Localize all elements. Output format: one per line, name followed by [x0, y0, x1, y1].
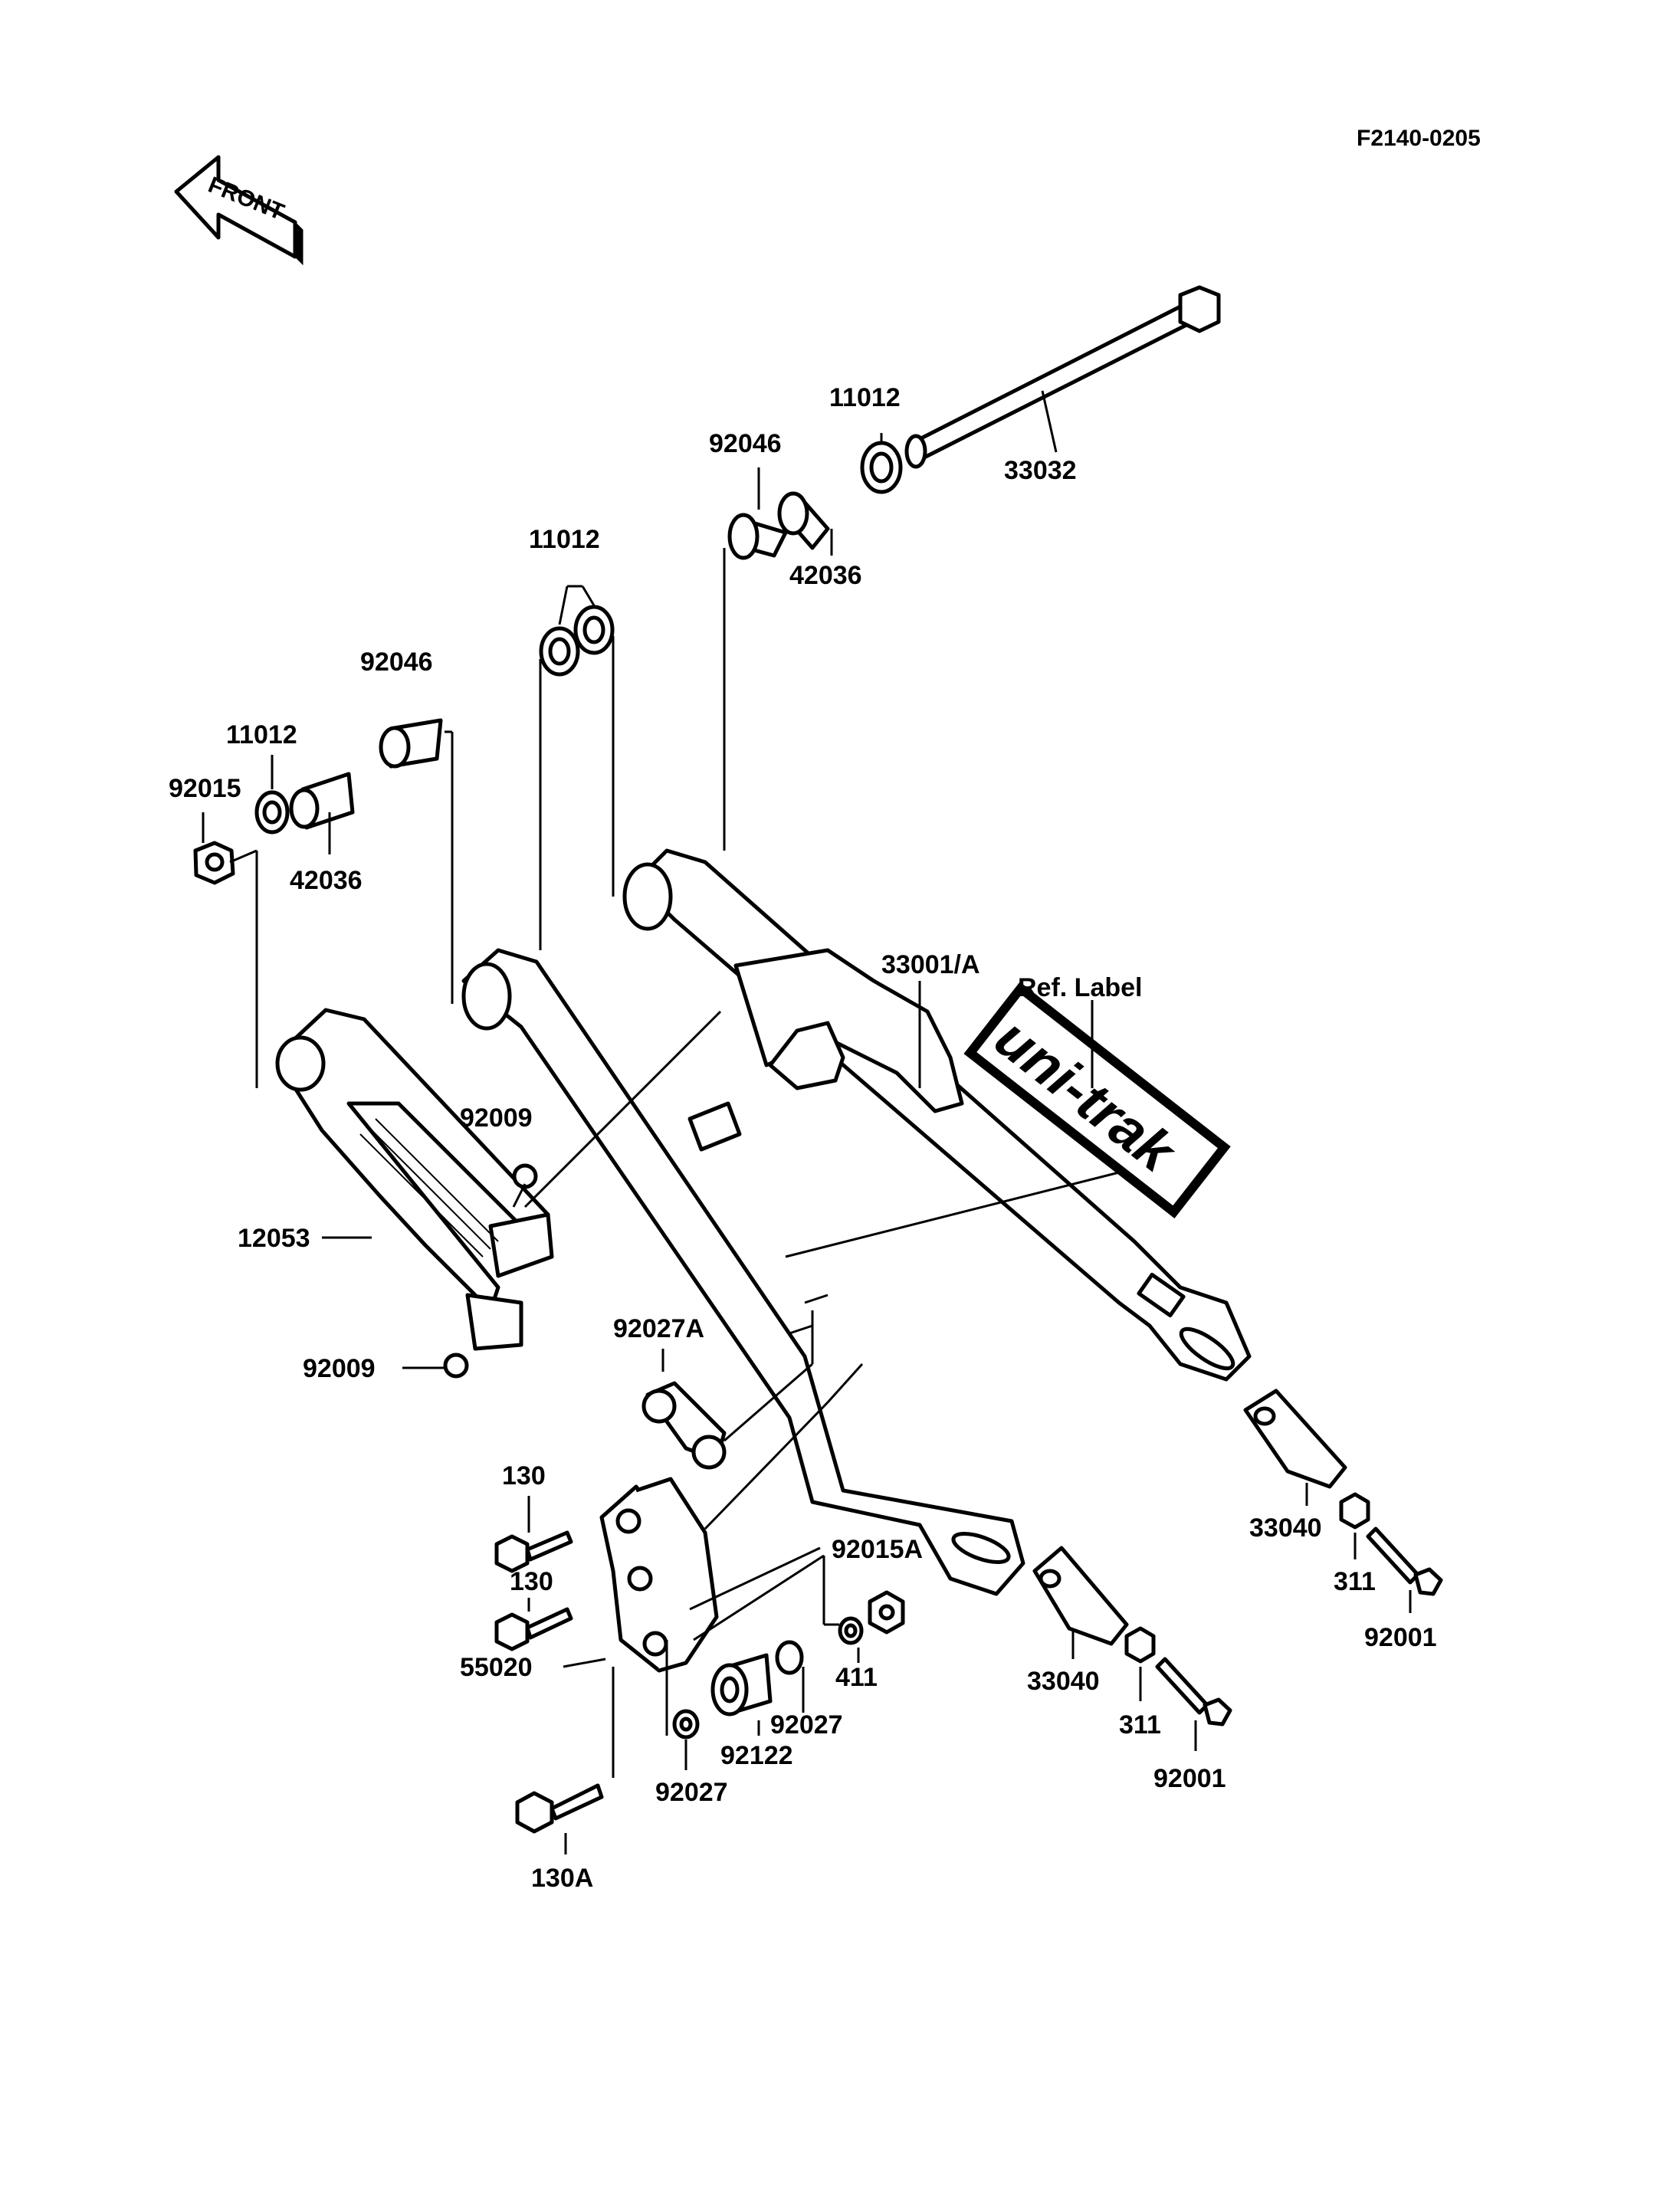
pivot-shaft	[904, 285, 1221, 469]
bushing-92122	[710, 1653, 773, 1717]
chain-guard	[275, 1008, 554, 1351]
collars-mid	[539, 605, 615, 677]
label-92015A: 92015A	[832, 1535, 923, 1564]
label-42036-left: 42036	[290, 866, 363, 895]
label-130-a: 130	[502, 1461, 546, 1490]
sleeve-left	[379, 718, 443, 769]
label-33040-left: 33040	[1027, 1667, 1100, 1696]
label-92001-right: 92001	[1364, 1623, 1437, 1652]
label-92015: 92015	[169, 774, 241, 803]
ref-label: Ref. Label	[1018, 973, 1142, 1002]
nut-92015A	[868, 1590, 905, 1635]
label-92046-left: 92046	[360, 648, 433, 677]
washer-92027-b	[672, 1709, 700, 1740]
bolt-92001-right	[1366, 1526, 1443, 1596]
front-arrow-icon: FRONT	[174, 155, 304, 266]
label-130A: 130A	[531, 1864, 593, 1893]
label-130-b: 130	[510, 1567, 553, 1596]
nut-311-left	[1124, 1626, 1156, 1664]
screw-92009-a	[512, 1163, 538, 1208]
label-92046-top: 92046	[709, 429, 782, 458]
diagram-code: F2140-0205	[1357, 126, 1481, 151]
link-plate	[599, 1477, 719, 1673]
label-11012-top: 11012	[829, 383, 901, 412]
bushing-left	[289, 772, 355, 830]
label-55020: 55020	[460, 1653, 533, 1682]
collar-left	[254, 790, 290, 835]
label-92001-left: 92001	[1153, 1764, 1226, 1793]
label-33040-right: 33040	[1249, 1513, 1322, 1543]
collar-top-right	[860, 441, 903, 494]
label-92009-b: 92009	[303, 1354, 376, 1383]
label-311-left: 311	[1119, 1710, 1161, 1740]
nut-311-right	[1339, 1492, 1370, 1530]
bushing-top-right	[777, 491, 830, 550]
label-12053: 12053	[238, 1224, 310, 1253]
bolt-130-a	[494, 1530, 573, 1573]
label-33001-A: 33001/A	[881, 950, 980, 979]
sleeve-top-right	[727, 513, 788, 560]
label-92027-b: 92027	[655, 1778, 728, 1807]
screw-92009-b	[443, 1353, 469, 1379]
bracket-92027A	[641, 1381, 727, 1470]
bolt-130A	[515, 1783, 604, 1834]
label-11012-left: 11012	[226, 720, 297, 749]
label-92009-a: 92009	[460, 1103, 533, 1133]
washer-92027-a	[775, 1640, 804, 1675]
label-92122: 92122	[720, 1741, 793, 1770]
label-311-right: 311	[1334, 1567, 1376, 1596]
bolt-92001-left	[1155, 1657, 1232, 1726]
label-11012-mid: 11012	[529, 525, 600, 554]
washer-411	[838, 1616, 864, 1645]
label-92027-a: 92027	[770, 1710, 843, 1740]
label-411: 411	[835, 1663, 878, 1692]
bolt-130-b	[494, 1607, 573, 1651]
nut-left	[193, 841, 235, 885]
chain-adjuster-right	[1243, 1389, 1347, 1489]
label-42036-top: 42036	[789, 561, 862, 590]
label-33032: 33032	[1004, 456, 1077, 485]
label-92027A: 92027A	[613, 1314, 704, 1343]
swingarm	[461, 848, 1252, 1596]
chain-adjuster-left	[1032, 1546, 1129, 1646]
